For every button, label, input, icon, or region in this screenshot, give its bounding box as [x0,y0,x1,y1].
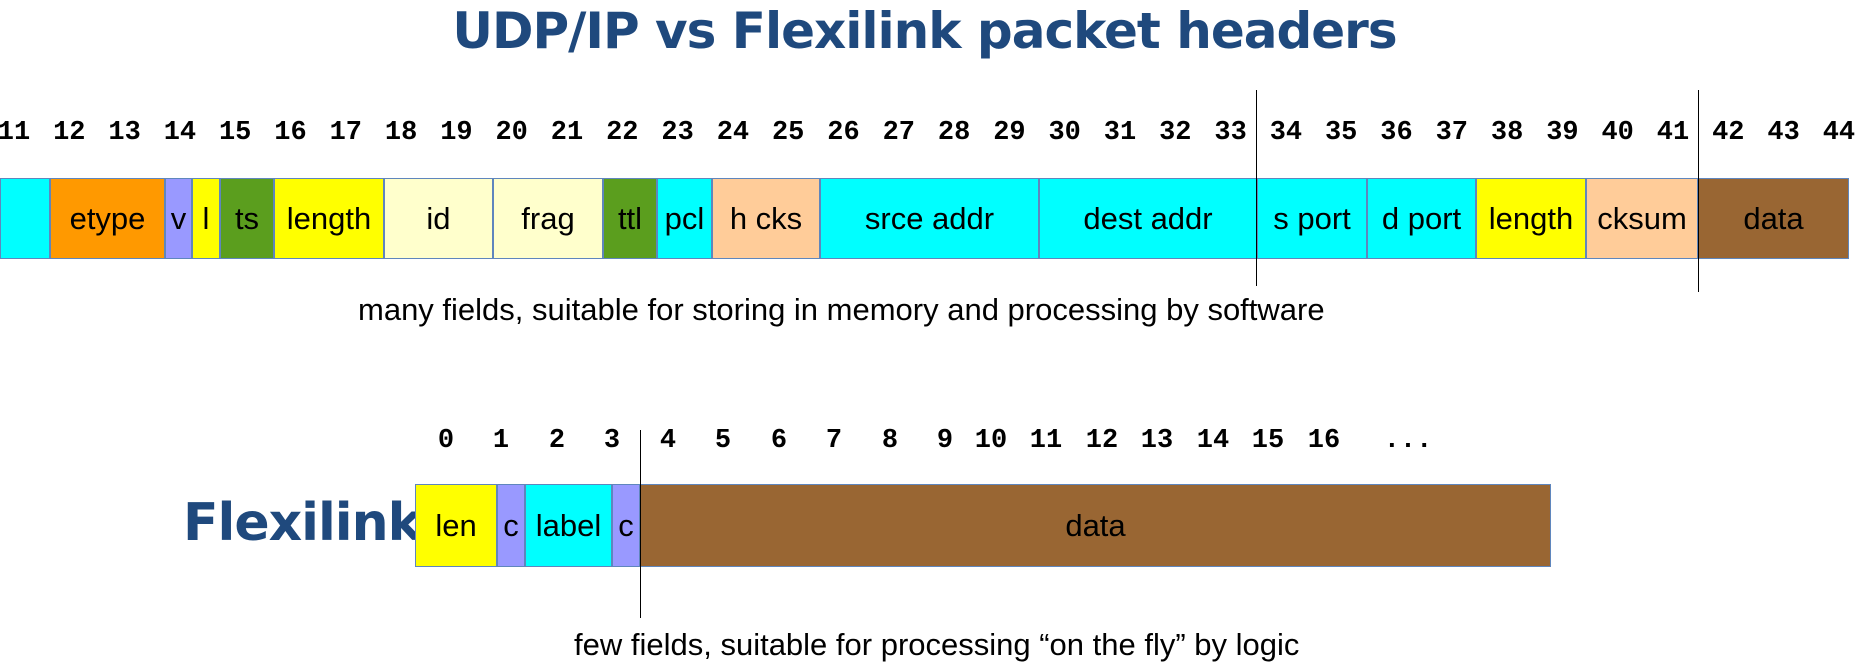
flexilink-ruler-tick-label: 8 [881,426,899,456]
flexilink-ruler-tick-label: 6 [770,426,788,456]
udp-field: length [1476,178,1586,259]
udp-ruler-tick-label: 24 [716,118,750,148]
udp-ruler-tick-label: 43 [1767,118,1800,148]
flexilink-ruler-tick-label: 10 [974,426,1008,456]
flexilink-ruler-tick-label: 7 [825,426,843,456]
flexilink-ruler-tick-label: 12 [1085,426,1119,456]
udp-field: v [165,178,192,259]
udp-ruler-tick-label: 30 [1048,118,1081,148]
udp-ruler-tick-label: 37 [1435,118,1468,148]
udp-ruler-tick-label: 36 [1380,118,1413,148]
flexilink-field: c [497,484,525,567]
udp-ruler-tick-label: 16 [274,118,307,148]
flexilink-ruler-tick-label: 13 [1140,426,1174,456]
udp-field: frag [493,178,603,259]
flexilink-ruler-tick-label: 2 [548,426,566,456]
udp-ruler-tick-label: 20 [495,118,528,148]
udp-ruler-tick-label: 21 [550,118,584,148]
udp-ruler-tick-label: 40 [1601,118,1634,148]
udp-data-divider-line [1698,90,1699,292]
flexilink-ruler-tick-label: 16 [1307,426,1341,456]
udp-ruler-tick-label: 28 [937,118,971,148]
flexilink-caption: few fields, suitable for processing “on … [574,627,1300,662]
page-title: UDP/IP vs Flexilink packet headers [452,2,1397,60]
udp-ruler-tick-label: 23 [661,118,694,148]
udp-field: length [274,178,384,259]
udp-ruler-tick-label: 19 [440,118,473,148]
udp-ruler-tick-label: 25 [771,118,805,148]
udp-ruler-tick-label: 18 [384,118,418,148]
udp-ruler-tick-label: 12 [53,118,86,148]
udp-ruler-tick-label: 35 [1324,118,1358,148]
udp-ruler-tick-label: 42 [1712,118,1745,148]
flexilink-field: len [415,484,497,567]
udp-ruler-tick-label: 13 [108,118,141,148]
udp-ruler-tick-label: 34 [1269,118,1303,148]
flexilink-ruler-tick-label: 11 [1029,426,1063,456]
udp-ruler-tick-label: 14 [163,118,197,148]
udp-field [0,178,50,259]
flexilink-ruler-tick-label: 3 [603,426,621,456]
udp-ruler-tick-label: 38 [1490,118,1524,148]
udp-ruler-tick-label: 11 [0,118,31,148]
udp-field: d port [1367,178,1476,259]
udp-ruler-tick-label: 41 [1656,118,1690,148]
udp-field: h cks [712,178,820,259]
udp-ruler-tick-label: 33 [1214,118,1247,148]
udp-ruler-tick-label: 29 [993,118,1026,148]
udp-field: id [384,178,493,259]
udp-ruler-tick-label: 17 [329,118,362,148]
flexilink-ruler-tick-label: 5 [714,426,732,456]
udp-field: dest addr [1039,178,1257,259]
udp-field: ttl [603,178,657,259]
udp-field: srce addr [820,178,1039,259]
flexilink-ruler-tick-label: 0 [437,426,455,456]
udp-field: pcl [657,178,712,259]
udp-ruler-tick-label: 26 [827,118,860,148]
flexilink-label: Flexilink [183,493,422,553]
udp-port-divider-line [1256,90,1257,286]
flexilink-field: data [640,484,1551,567]
udp-field: data [1698,178,1849,259]
udp-byte-ruler: 11 12 13 14 15 16 17 18 19 20 21 22 23 24 25 26 27 28 29 30… [0,118,1855,150]
udp-field: l [192,178,220,259]
flexilink-ruler-tick-label: 1 [492,426,510,456]
udp-ruler-tick-label: 27 [882,118,915,148]
flexilink-ruler-tick-label: 14 [1196,426,1230,456]
flexilink-ruler-tick-label: 15 [1251,426,1285,456]
udp-ruler-tick-label: 39 [1546,118,1579,148]
udp-ruler-tick-label: 32 [1159,118,1192,148]
udp-field: s port [1257,178,1367,259]
udp-ruler-tick-label: 15 [218,118,252,148]
flexilink-ruler-tick-label: 9 [936,426,954,456]
udp-ruler-tick-label: 22 [606,118,639,148]
flexilink-field: label [525,484,612,567]
udp-field: ts [220,178,274,259]
udp-field: cksum [1586,178,1698,259]
flexilink-ruler-tick-label: 4 [659,426,677,456]
udp-ruler-tick-label: 44 [1822,118,1855,148]
udp-field: etype [50,178,165,259]
udp-caption: many fields, suitable for storing in mem… [358,292,1325,327]
flexilink-ruler-tick-label: ... [1383,426,1433,456]
udp-ruler-tick-label: 31 [1103,118,1137,148]
flexilink-field: c [612,484,640,567]
flexilink-header-divider-line [640,430,641,618]
